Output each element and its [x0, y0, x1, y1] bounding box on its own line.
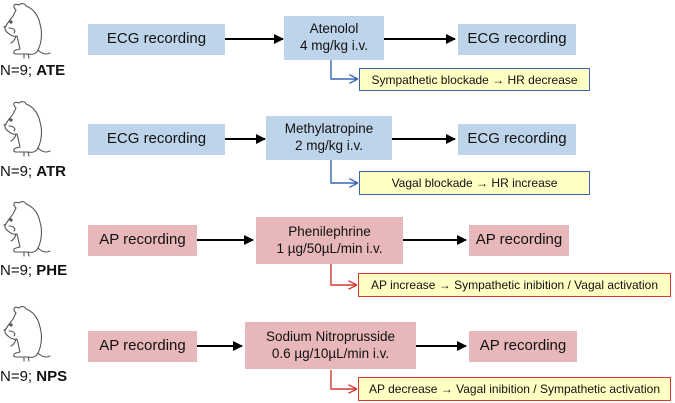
effect-connector — [330, 370, 356, 389]
effect-label: AP increase → Sympathetic inibition / Va… — [370, 278, 659, 292]
effect-note: Vagal blockade → HR increase — [359, 171, 590, 195]
recording-label: ECG recording — [106, 130, 207, 148]
recording-label: AP recording — [99, 337, 186, 355]
recording-box-before: ECG recording — [88, 124, 225, 155]
effect-note: AP increase → Sympathetic inibition / Va… — [358, 273, 671, 297]
recording-label: ECG recording — [467, 130, 567, 148]
recording-box-after: ECG recording — [458, 24, 576, 55]
recording-label: AP recording — [475, 231, 563, 249]
recording-label: AP recording — [99, 231, 186, 249]
recording-label: ECG recording — [106, 30, 207, 48]
group-label-nps: N=9; NPS — [0, 368, 67, 385]
recording-label: AP recording — [479, 337, 567, 355]
drug-box: Methylatropine 2 mg/kg i.v. — [266, 116, 392, 160]
effect-note: AP decrease → Vagal inibition / Sympathe… — [358, 377, 671, 401]
drug-dose: 4 mg/kg i.v. — [299, 38, 369, 53]
group-code: NPS — [36, 368, 68, 385]
effect-connector — [330, 60, 357, 79]
rat-icon — [3, 306, 51, 362]
drug-name: Sodium Nitroprusside — [265, 328, 396, 344]
recording-box-before: AP recording — [88, 331, 197, 362]
group-code: ATR — [36, 163, 66, 180]
recording-box-after: ECG recording — [458, 124, 576, 155]
effect-label: AP decrease → Vagal inibition / Sympathe… — [368, 382, 661, 396]
drug-box: Phenilephrine 1 µg/50µL/min i.v. — [256, 217, 403, 264]
group-label-phe: N=9; PHE — [0, 262, 67, 279]
effect-label: Vagal blockade → HR increase — [391, 176, 558, 190]
group-code: ATE — [36, 62, 66, 79]
group-label-ate: N=9; ATE — [0, 62, 65, 79]
rat-icon — [3, 3, 51, 59]
recording-box-after: AP recording — [469, 225, 569, 256]
recording-box-before: AP recording — [88, 225, 197, 256]
group-label-prefix: N=9; — [0, 163, 37, 180]
drug-name: Atenolol — [309, 21, 359, 37]
group-label-prefix: N=9; — [0, 62, 37, 79]
effect-label: Sympathetic blockade → HR decrease — [371, 72, 578, 87]
group-label-prefix: N=9; — [0, 262, 37, 279]
rat-icon — [3, 201, 51, 257]
drug-name: Methylatropine — [284, 121, 374, 137]
drug-box: Sodium Nitroprusside 0.6 µg/10µL/min i.v… — [245, 322, 416, 369]
group-label-atr: N=9; ATR — [0, 163, 66, 180]
rat-icon — [3, 101, 51, 157]
recording-box-after: AP recording — [469, 331, 577, 362]
effect-note: Sympathetic blockade → HR decrease — [359, 68, 590, 91]
recording-box-before: ECG recording — [88, 24, 225, 55]
effect-connector — [330, 264, 356, 285]
drug-name: Phenilephrine — [288, 223, 371, 239]
drug-dose: 0.6 µg/10µL/min i.v. — [271, 345, 390, 361]
group-code: PHE — [36, 262, 68, 279]
drug-dose: 1 µg/50µL/min i.v. — [276, 240, 383, 256]
drug-dose: 2 mg/kg i.v. — [294, 138, 364, 153]
effect-connector — [330, 160, 357, 183]
recording-label: ECG recording — [467, 30, 567, 48]
drug-box: Atenolol 4 mg/kg i.v. — [284, 16, 384, 60]
group-label-prefix: N=9; — [0, 368, 37, 385]
